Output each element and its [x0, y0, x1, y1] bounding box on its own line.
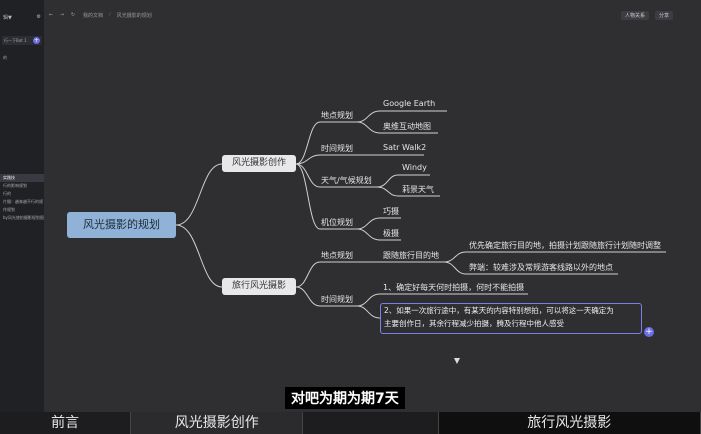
node-jishe[interactable]: 极摄 [383, 229, 399, 238]
sidebar-item[interactable] [0, 118, 44, 125]
breadcrumb-root[interactable]: 我的文档 [83, 12, 104, 19]
node-drawback[interactable]: 弊端：较难涉及常规游客线路以外的地点 [469, 263, 613, 272]
node-google-earth[interactable]: Google Earth [383, 99, 436, 108]
chapter-bar: 前言 风光摄影创作 旅行风光摄影 [0, 412, 701, 434]
sidebar-item[interactable] [0, 47, 44, 54]
refresh-icon[interactable]: ↻ [70, 12, 76, 18]
node-star-walk[interactable]: Satr Walk2 [383, 143, 427, 152]
node-travel-time-plan[interactable]: 时间规划 [321, 295, 353, 304]
sidebar-item[interactable]: 片摄：越来越不行的规 [3, 199, 43, 204]
node-windy[interactable]: Windy [402, 163, 427, 172]
sidebar-title[interactable]: 辑▼ [3, 14, 12, 21]
breadcrumb-current: 风光摄影的规划 [116, 12, 152, 19]
sidebar-item[interactable]: 行的 [3, 191, 11, 196]
node-travel-location-plan[interactable]: 地点规划 [321, 251, 353, 260]
node-daily-schedule[interactable]: 1、确定好每天何时拍摄，何时不能拍摄 [383, 283, 525, 292]
branch-landscape-creation[interactable]: 风光摄影创作 [222, 155, 296, 172]
sidebar-item[interactable]: 的 [3, 55, 7, 60]
upload-button[interactable]: 分享 [654, 10, 673, 20]
sidebar-item[interactable] [0, 132, 44, 139]
node-camera-position-plan[interactable]: 机位规划 [321, 218, 353, 227]
sidebar-search-input[interactable]: 行一下Bot 1 + [2, 36, 42, 45]
node-weather-plan[interactable]: 天气/气候规划 [321, 176, 372, 185]
chapter-travel-landscape[interactable]: 旅行风光摄影 [438, 412, 701, 434]
add-node-icon[interactable]: + [644, 327, 654, 337]
sidebar-item[interactable] [0, 69, 44, 76]
sidebar-item[interactable]: 行的影响规划 [3, 183, 27, 188]
video-subtitle: 对吧为期为期7天 [285, 387, 405, 409]
back-icon[interactable]: ← [48, 12, 54, 18]
sidebar-item[interactable] [0, 83, 44, 90]
chapter-untitled[interactable] [303, 412, 439, 434]
sidebar-item[interactable] [0, 97, 44, 104]
node-qiaoshe[interactable]: 巧摄 [383, 207, 399, 216]
sidebar-item[interactable] [0, 167, 44, 174]
settings-icon[interactable]: ⚙ [36, 14, 41, 20]
node-location-plan[interactable]: 地点规划 [321, 111, 353, 120]
sidebar-item[interactable] [0, 111, 44, 118]
sidebar-item[interactable]: 实践技 [0, 174, 44, 182]
sidebar-header: 辑▼ ⚙ [0, 0, 44, 34]
sidebar-item[interactable] [0, 90, 44, 97]
share-button[interactable]: 人物关系 [620, 10, 649, 20]
toolbar: ← → ↻ 我的文档 / 风光摄影的规划 人物关系 分享 [44, 8, 701, 22]
node-follow-destination[interactable]: 跟随旅行目的地 [383, 251, 439, 260]
node-ovi-map[interactable]: 奥维互动地图 [383, 122, 431, 131]
sidebar-item[interactable] [0, 153, 44, 160]
selected-node-main-creation-day[interactable]: 2、如果一次旅行途中，有某天的内容特别想拍，可以将这一天确定为 主要创作日，其余… [380, 303, 642, 334]
chapter-intro[interactable]: 前言 [0, 412, 132, 434]
node-lijing-weather[interactable]: 莉景天气 [402, 185, 434, 194]
mindmap-root-node[interactable]: 风光摄影的规划 [67, 212, 176, 238]
sidebar-item[interactable] [0, 139, 44, 146]
app-sidebar: 辑▼ ⚙ 行一下Bot 1 + 的 实践技行的影响规划行的片摄：越来越不行的规作… [0, 0, 45, 412]
sidebar-list: 的 实践技行的影响规划行的片摄：越来越不行的规作规划 by风光旅拍摄影规划图 [0, 47, 44, 222]
sidebar-item[interactable] [0, 125, 44, 132]
sidebar-item[interactable] [0, 62, 44, 69]
sidebar-item[interactable]: 作规划 [3, 207, 15, 212]
sidebar-item[interactable] [0, 160, 44, 167]
sidebar-item[interactable] [0, 76, 44, 83]
add-icon[interactable]: + [33, 37, 40, 44]
sidebar-item[interactable] [0, 146, 44, 153]
branch-travel-landscape[interactable]: 旅行风光摄影 [222, 278, 296, 295]
sidebar-item[interactable] [0, 104, 44, 111]
breadcrumb-separator: / [109, 12, 111, 18]
forward-icon[interactable]: → [59, 12, 65, 18]
sidebar-item[interactable]: by风光旅拍摄影规划图 [3, 215, 44, 220]
mouse-cursor-icon [454, 358, 460, 364]
app-window: ← → ↻ 我的文档 / 风光摄影的规划 人物关系 分享 [44, 0, 701, 412]
chapter-landscape-creation[interactable]: 风光摄影创作 [131, 412, 304, 434]
node-time-plan[interactable]: 时间规划 [321, 144, 353, 153]
node-destination-first[interactable]: 优先确定旅行目的地，拍摄计划跟随旅行计划随时调整 [469, 241, 661, 250]
